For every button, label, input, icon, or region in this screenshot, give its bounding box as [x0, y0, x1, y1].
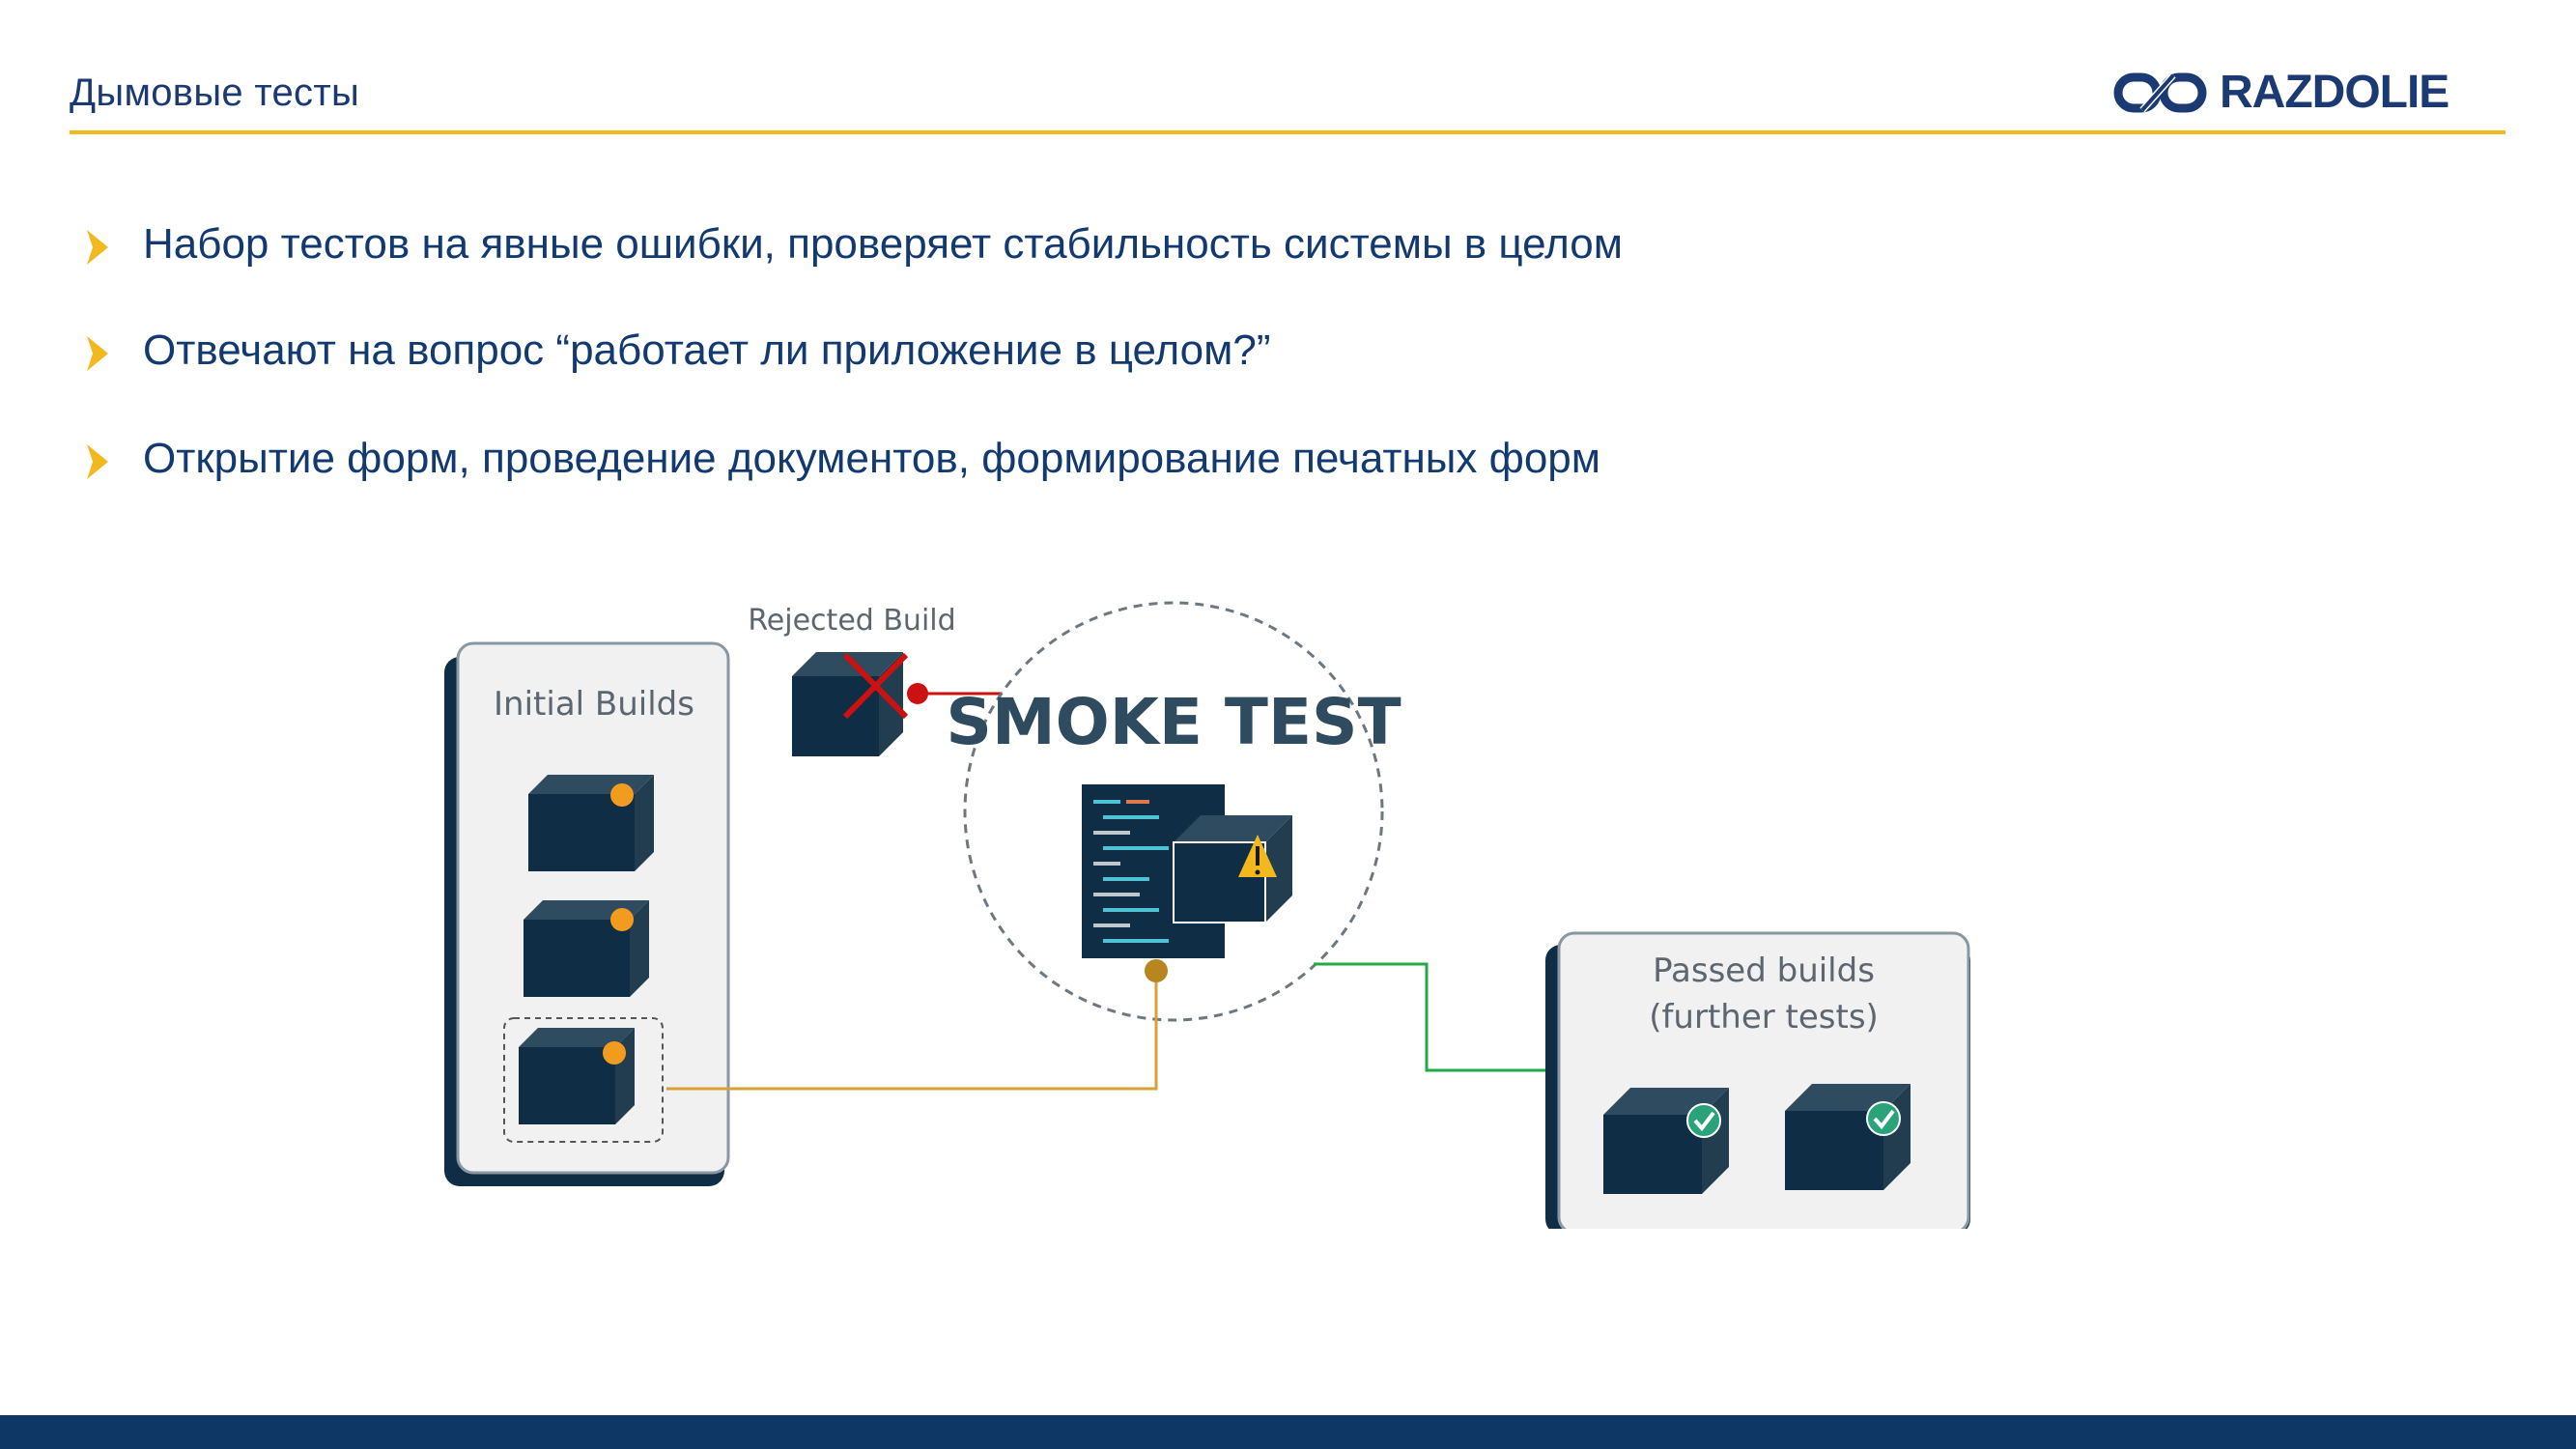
rejected-connector-dot [907, 683, 928, 704]
passed-builds-panel: Passed builds (further tests) [1545, 931, 1970, 1235]
selected-build-cube [503, 1017, 664, 1143]
bullet-text: Набор тестов на явные ошибки, проверяет … [143, 220, 1624, 268]
bullet-arrow-icon [87, 444, 108, 479]
smoke-test-label: SMOKE TEST [946, 685, 1401, 759]
build-status-dot [603, 1041, 626, 1065]
logo-text: RAZDOLIE [2220, 67, 2449, 118]
bullet-item: Набор тестов на явные ошибки, проверяет … [85, 214, 2113, 272]
bullet-item: Открытие форм, проведение документов, фо… [85, 429, 2113, 487]
rejected-x-icon [842, 652, 909, 720]
bullet-arrow-icon [87, 336, 108, 371]
initial-builds-panel: Initial Builds [444, 641, 730, 1186]
check-icon [1686, 1103, 1721, 1138]
initial-builds-label: Initial Builds [494, 685, 694, 724]
build-cube [524, 900, 649, 997]
input-connector-dot [1145, 959, 1168, 982]
build-status-dot [610, 908, 634, 931]
passed-builds-label-line1: Passed builds [1653, 952, 1875, 990]
smoke-test-node: SMOKE TEST [946, 601, 1401, 1022]
warning-icon [1238, 835, 1277, 877]
rejected-build: Rejected Build [748, 604, 956, 756]
slide-title: Дымовые тесты [70, 71, 360, 114]
check-icon [1866, 1101, 1901, 1136]
rejected-build-label: Rejected Build [748, 604, 955, 638]
build-status-dot [610, 783, 634, 807]
passed-build-cube [1785, 1084, 1911, 1190]
passed-build-cube [1603, 1088, 1729, 1194]
input-connector [666, 971, 1158, 1091]
build-cube [528, 775, 654, 871]
bullet-arrow-icon [87, 230, 108, 265]
razdolie-logo: RAZDOLIE [2113, 66, 2509, 120]
bullet-text: Отвечают на вопрос “работает ли приложен… [143, 327, 1271, 374]
title-divider [70, 130, 2505, 134]
razdolie-chain-icon [2113, 72, 2207, 113]
passed-builds-label-line2: (further tests) [1649, 998, 1879, 1037]
tested-build-cube [1173, 815, 1292, 923]
pass-connector [1314, 962, 1570, 1072]
bullet-text: Открытие форм, проведение документов, фо… [143, 435, 1601, 482]
bullet-item: Отвечают на вопрос “работает ли приложен… [85, 321, 2113, 379]
footer-bar [0, 1415, 2576, 1449]
smoke-test-diagram: Initial Builds Rejected Build [444, 601, 1990, 1236]
